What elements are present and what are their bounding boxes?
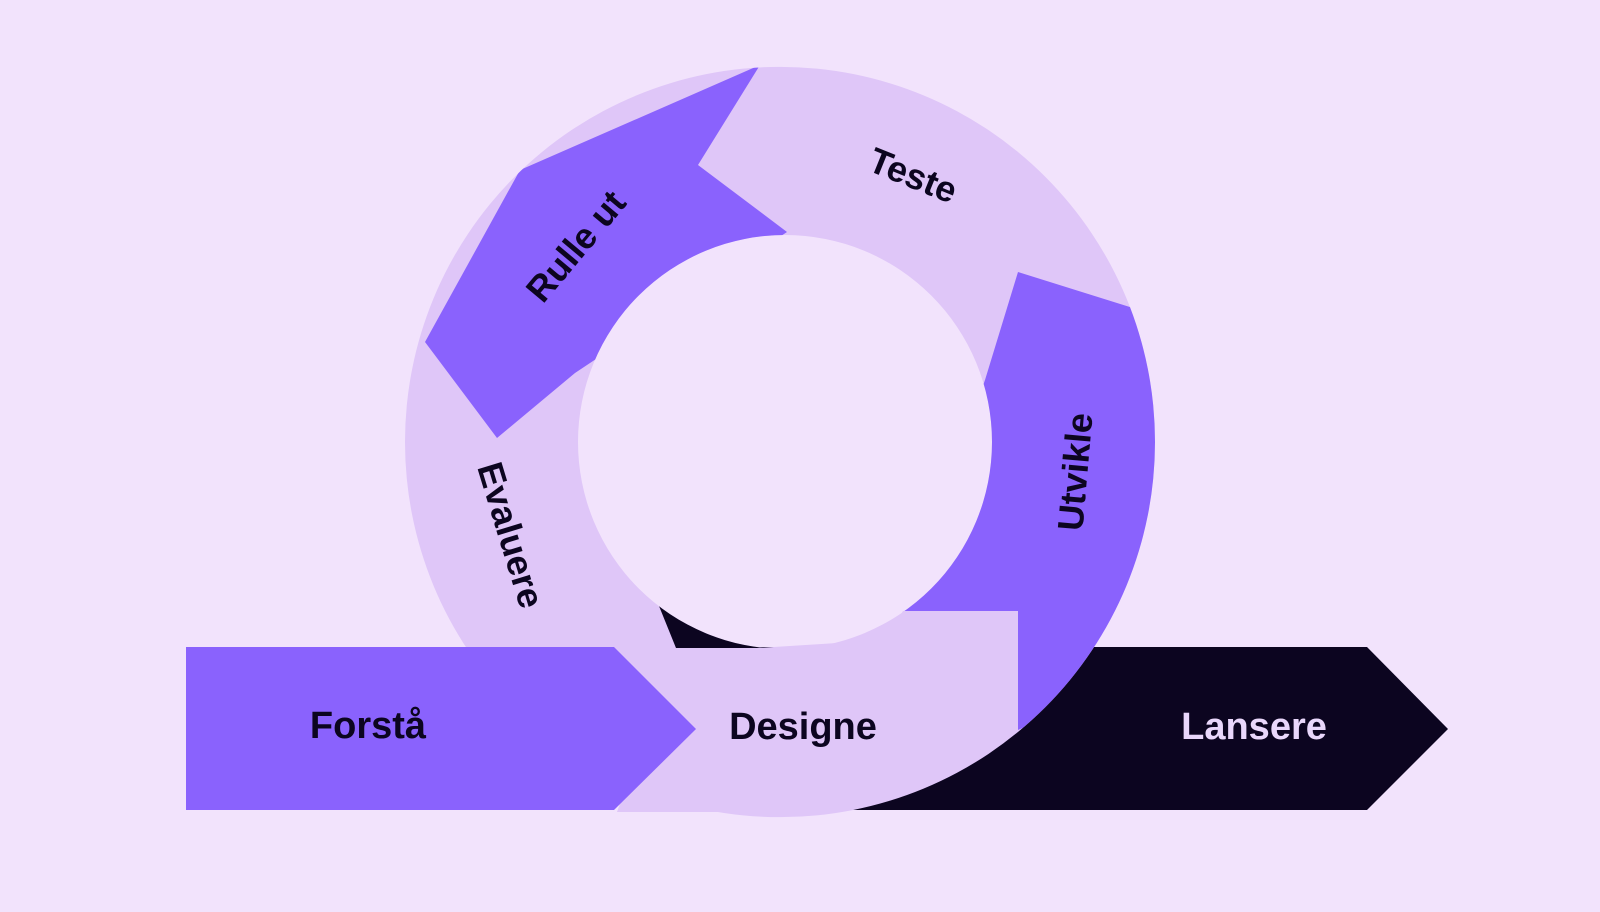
forsta-label: Forstå (310, 705, 427, 747)
forsta-arrow (186, 647, 696, 810)
designe-label: Designe (729, 706, 877, 748)
lansere-label: Lansere (1181, 706, 1327, 748)
designe-dark-gap (659, 606, 760, 648)
designe-arrow (617, 611, 1018, 812)
rulle-ut-arrow (425, 66, 787, 438)
